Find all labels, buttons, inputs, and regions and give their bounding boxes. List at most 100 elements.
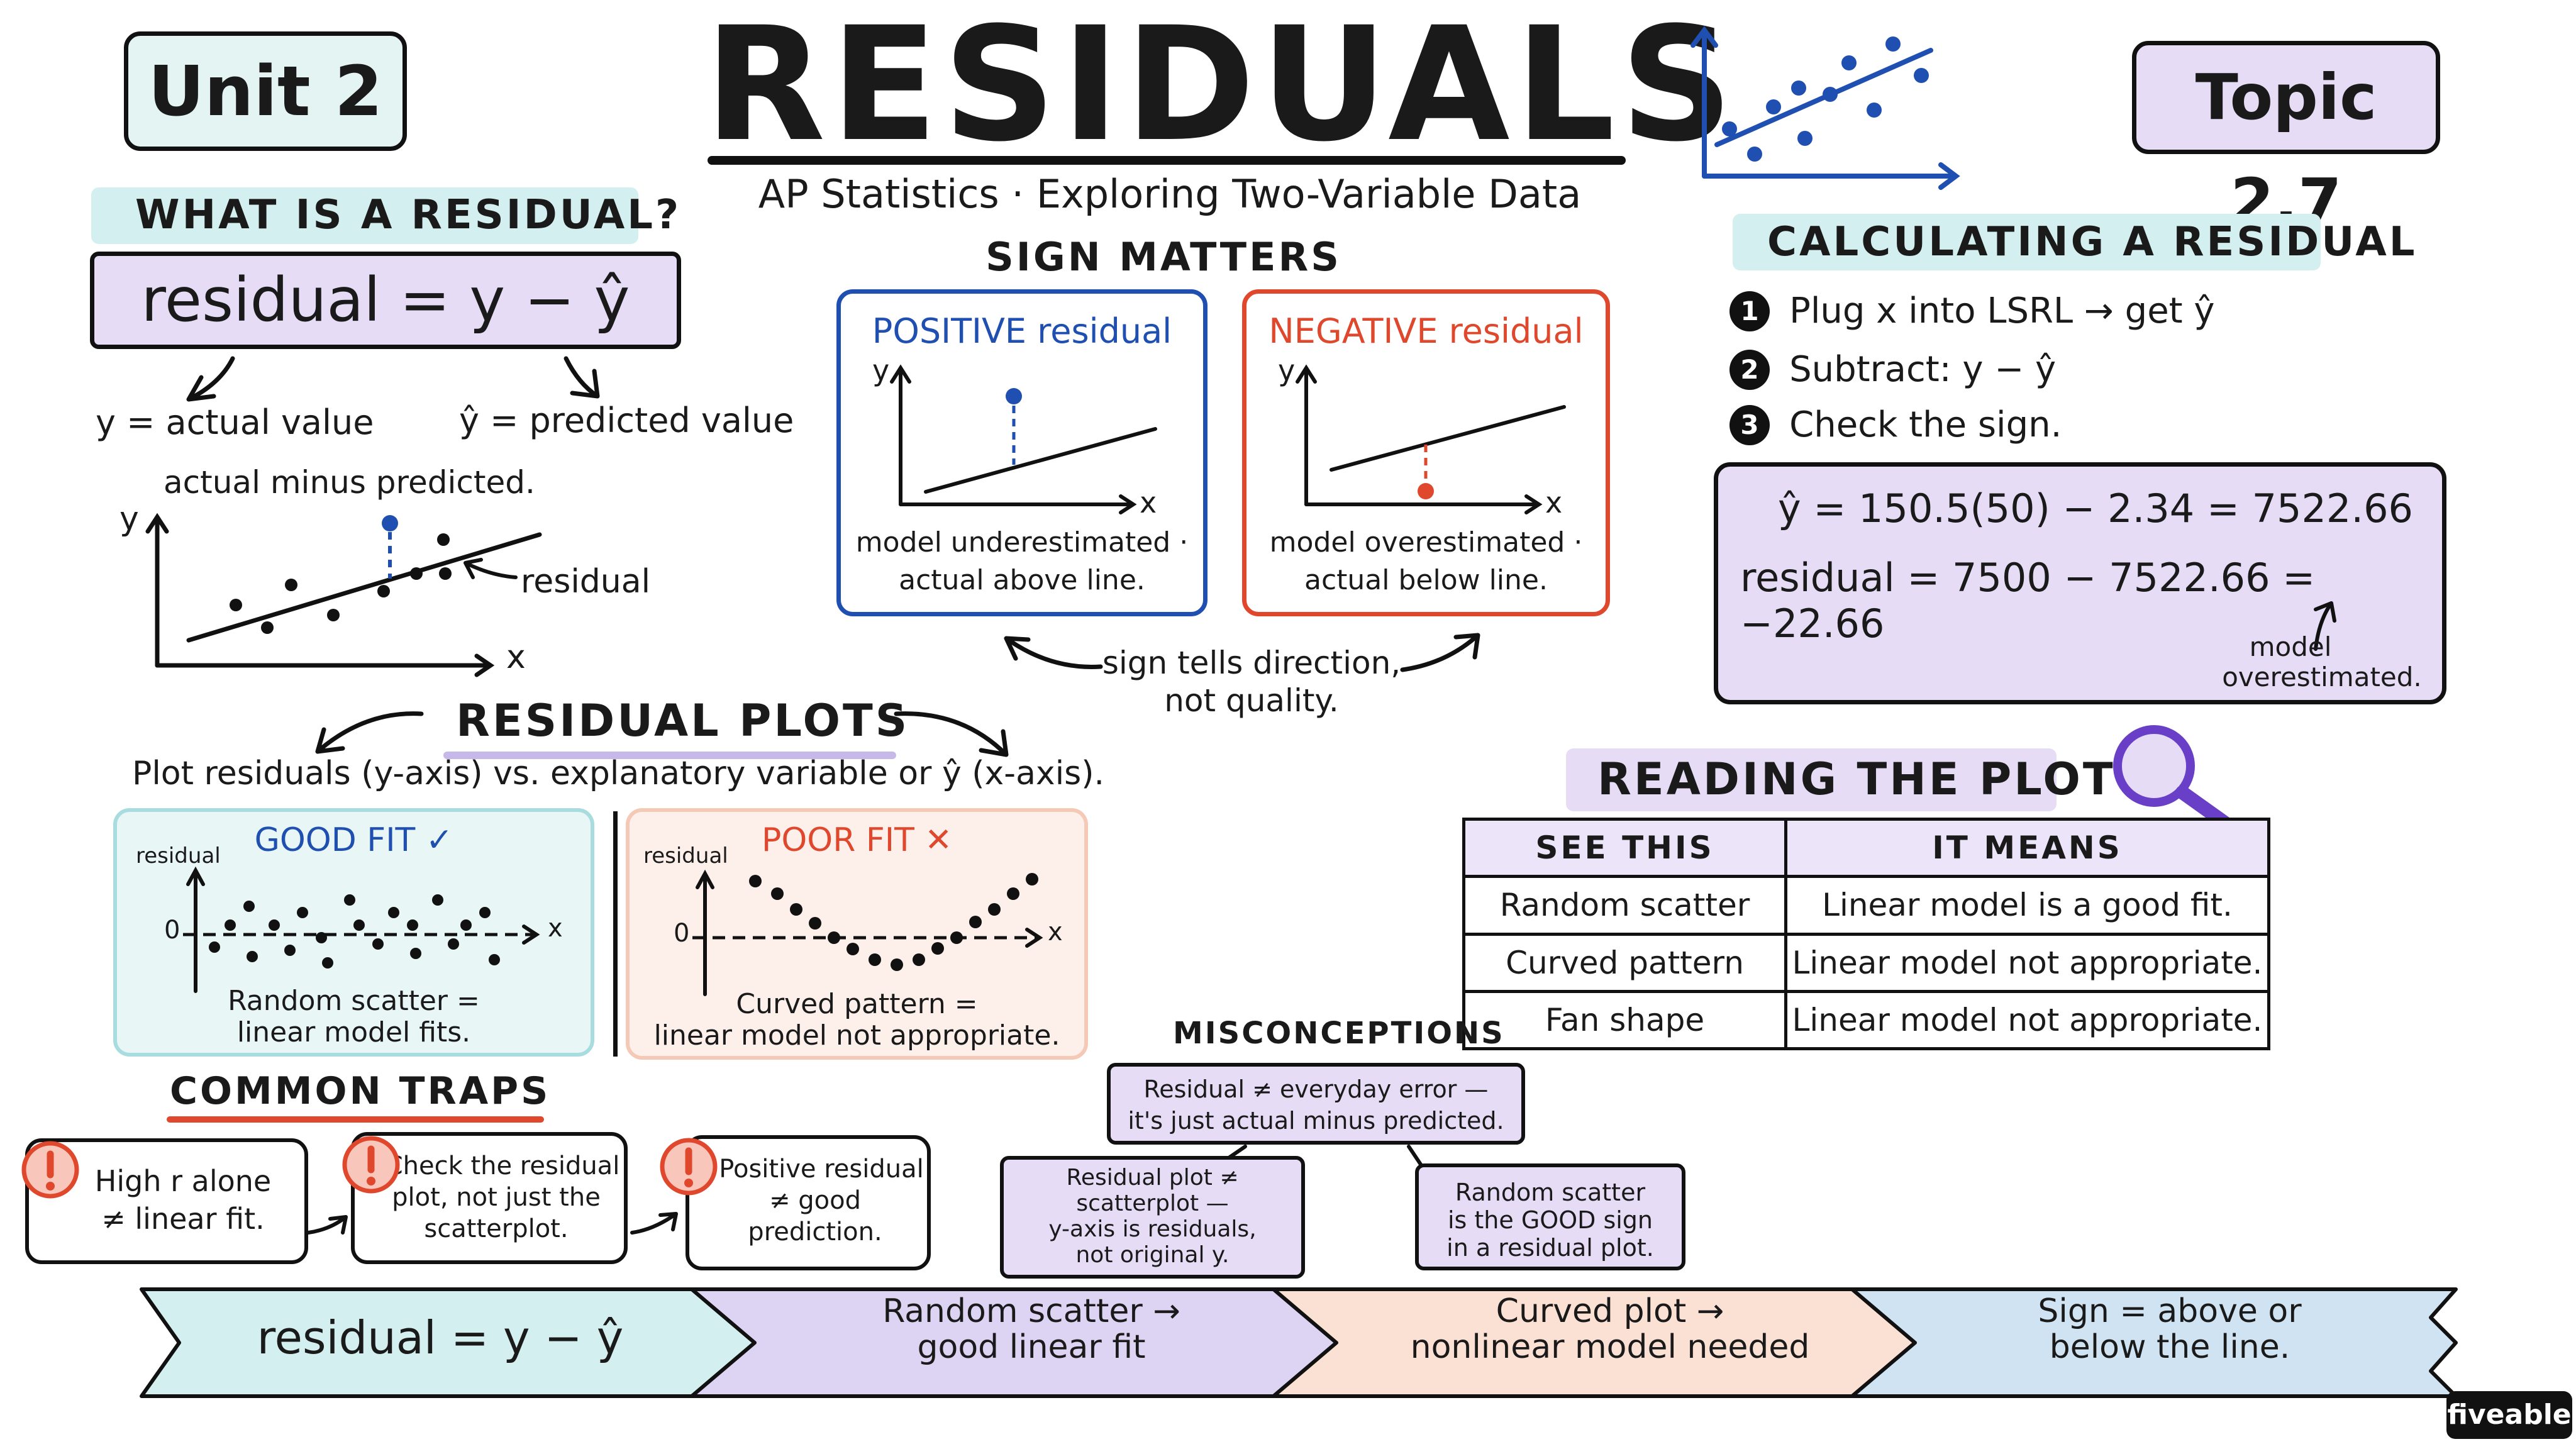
common-traps-heading: COMMON TRAPS — [170, 1069, 551, 1113]
trap-3-line1: Positive residual — [719, 1155, 924, 1184]
formula-arrows — [186, 356, 600, 402]
good-fit-line2: linear model fits. — [236, 1016, 471, 1048]
row-means: Linear model is a good fit. — [1784, 875, 2270, 936]
misconception-right: Random scatter is the GOOD sign in a res… — [1415, 1163, 1685, 1270]
trap-1-line2: ≠ linear fit. — [101, 1202, 265, 1236]
misconception-top: Residual ≠ everyday error — it's just ac… — [1107, 1063, 1525, 1145]
good-fit-residual-plot — [183, 866, 540, 993]
yhat-predicted-label: ŷ = predicted value — [459, 401, 794, 440]
poor-fit-card: POOR FIT ✕ residual 0 x Curved pattern =… — [626, 808, 1088, 1060]
good-fit-axis-x: x — [548, 914, 563, 943]
row-means: Linear model not appropriate. — [1784, 932, 2270, 993]
table-row: Curved pattern Linear model not appropri… — [1462, 932, 2270, 993]
banner-segment-4-line2: below the line. — [2049, 1328, 2290, 1366]
example-residual-label: residual — [521, 563, 651, 601]
page-title: RESIDUALS — [704, 0, 1739, 176]
poor-fit-axis-x: x — [1048, 918, 1063, 947]
good-fit-line1: Random scatter = — [228, 985, 480, 1017]
positive-line1: model underestimated · — [855, 526, 1189, 558]
sign-caption-arrows — [1004, 633, 1480, 672]
trap-card-1: High r alone ≠ linear fit. — [25, 1138, 308, 1264]
calc-equation-2: residual = 7500 − 7522.66 = −22.66 — [1740, 555, 2316, 647]
step-number-3: 3 — [1729, 404, 1770, 445]
calc-note-line2: overestimated. — [2222, 662, 2422, 692]
banner-segment-2-line1: Random scatter → — [882, 1292, 1180, 1330]
trap-alert-icons — [21, 1136, 718, 1199]
good-fit-axis-y: residual — [136, 843, 221, 869]
step-number-2: 2 — [1729, 349, 1770, 390]
row-see: Curved pattern — [1462, 932, 1787, 993]
trap-1-line1: High r alone — [94, 1164, 272, 1198]
negative-residual-title: NEGATIVE residual — [1269, 311, 1584, 351]
actual-minus-predicted: actual minus predicted. — [164, 464, 535, 501]
banner-segment-1: residual = y − ŷ — [257, 1311, 624, 1364]
misconception-top-line2: it's just actual minus predicted. — [1128, 1107, 1504, 1135]
residual-plots-underline — [443, 752, 896, 759]
positive-axis-y: y — [872, 353, 890, 387]
residual-formula-box: residual = y − ŷ — [90, 252, 681, 349]
misconception-right-line3: in a residual plot. — [1446, 1234, 1654, 1262]
trap-2-line1: Check the residual — [385, 1152, 620, 1180]
table-row: Fan shape Linear model not appropriate. — [1462, 989, 2270, 1051]
good-fit-card: GOOD FIT ✓ residual 0 x Random scatter =… — [113, 808, 594, 1057]
positive-line2: actual above line. — [899, 564, 1145, 596]
trap-2-line2: plot, not just the — [392, 1183, 601, 1212]
calc-heading-highlight — [1733, 214, 2321, 270]
residual-plots-heading: RESIDUAL PLOTS — [456, 695, 910, 747]
poor-fit-zero: 0 — [674, 919, 690, 948]
misconception-left-line3: y-axis is residuals, — [1048, 1216, 1257, 1242]
reading-table-grid: SEE THIS IT MEANS Random scatter Linear … — [1462, 817, 2270, 1051]
fiveable-logo: fiveable — [2446, 1391, 2572, 1439]
trap-3-line2: ≠ good — [769, 1186, 861, 1215]
negative-axis-x: x — [1545, 486, 1563, 519]
misconception-right-line2: is the GOOD sign — [1447, 1206, 1653, 1234]
step-number-1: 1 — [1729, 291, 1770, 331]
reading-table: SEE THIS IT MEANS Random scatter Linear … — [1462, 817, 2270, 1051]
col-header-see: SEE THIS — [1462, 817, 1787, 879]
misconceptions-heading: MISCONCEPTIONS — [1173, 1016, 1505, 1051]
trap-2-line3: scatterplot. — [424, 1214, 569, 1243]
scatter-plot-icon — [1690, 26, 1960, 190]
calc-equation-1: ŷ = 150.5(50) − 2.34 = 7522.66 — [1778, 486, 2413, 531]
example-axis-x: x — [506, 638, 526, 676]
calc-step-3: 3 Check the sign. — [1729, 404, 2062, 445]
summary-banner — [140, 1287, 2458, 1398]
misconception-left-line2: scatterplot — — [1076, 1191, 1229, 1216]
banner-segment-4-line1: Sign = above or — [2038, 1292, 2302, 1330]
misconception-left-line1: Residual plot ≠ — [1066, 1165, 1239, 1191]
calc-note-arrow — [2314, 601, 2336, 651]
misconception-left-line4: not original y. — [1075, 1242, 1230, 1268]
table-row: Random scatter Linear model is a good fi… — [1462, 875, 2270, 936]
poor-fit-residual-plot — [692, 869, 1043, 996]
banner-segment-3-line2: nonlinear model needed — [1410, 1328, 1810, 1366]
what-is-heading-highlight — [91, 187, 638, 244]
negative-residual-chart — [1296, 364, 1566, 514]
calc-step-1: 1 Plug x into LSRL → get ŷ — [1729, 291, 2215, 331]
poor-fit-axis-y: residual — [643, 843, 728, 869]
sign-caption-line1: sign tells direction, — [1102, 645, 1401, 681]
misconception-top-line1: Residual ≠ everyday error — — [1143, 1075, 1489, 1103]
row-see: Fan shape — [1462, 989, 1787, 1051]
what-is-heading: WHAT IS A RESIDUAL? — [135, 192, 682, 238]
reading-heading-highlight — [1566, 748, 2057, 811]
residual-plots-arrows — [315, 711, 1009, 757]
residual-formula: residual = y − ŷ — [141, 265, 630, 335]
trap-card-2: Check the residual plot, not just the sc… — [351, 1132, 628, 1264]
misconception-right-line1: Random scatter — [1455, 1179, 1646, 1206]
residual-plots-description: Plot residuals (y-axis) vs. explanatory … — [132, 755, 1105, 792]
positive-residual-card: POSITIVE residual y x model underestimat… — [836, 289, 1208, 616]
row-see: Random scatter — [1462, 875, 1787, 936]
row-means: Linear model not appropriate. — [1784, 989, 2270, 1051]
poor-fit-line1: Curved pattern = — [736, 988, 978, 1020]
positive-residual-chart — [890, 364, 1157, 514]
calc-example-box: ŷ = 150.5(50) − 2.34 = 7522.66 residual … — [1714, 462, 2446, 704]
good-fit-zero: 0 — [164, 916, 180, 945]
sign-caption-line2: not quality. — [1164, 682, 1339, 719]
banner-segment-3-line1: Curved plot → — [1496, 1292, 1724, 1330]
good-fit-title: GOOD FIT ✓ — [254, 821, 453, 859]
calc-note-line1: model — [2249, 631, 2332, 662]
poor-fit-title: POOR FIT ✕ — [762, 821, 952, 859]
positive-residual-title: POSITIVE residual — [872, 311, 1172, 351]
sign-matters-heading: SIGN MATTERS — [985, 234, 1341, 280]
